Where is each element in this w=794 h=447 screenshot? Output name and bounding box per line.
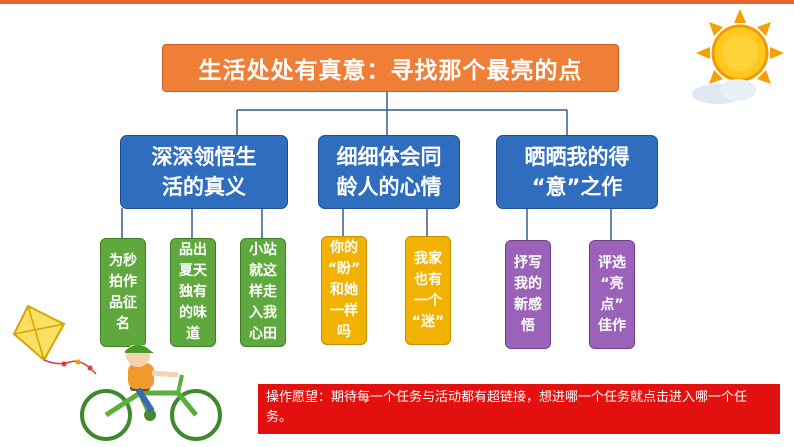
task-item-3-1[interactable]: 抒写 我的 新感 悟 [505,240,551,349]
sun-icon [692,9,784,104]
branch-box-3[interactable]: 晒晒我的得 “意”之作 [496,135,658,209]
task-item-1-1[interactable]: 为秒 拍作 品征 名 [100,238,146,347]
bicycle-rider-illustration [80,345,222,441]
operation-note: 操作愿望：期待每一个任务与活动都有超链接，想进哪一个任务就点击进入哪一个任务。 [258,384,780,434]
task-item-1-2[interactable]: 品出 夏天 独有 的味 道 [170,238,216,347]
task-item-3-2[interactable]: 评选 “亮 点” 佳作 [589,240,635,349]
main-title: 生活处处有真意：寻找那个最亮的点 [162,44,619,92]
branch-box-2[interactable]: 细细体会同 龄人的心情 [318,135,460,209]
kite-icon [12,304,97,375]
top-accent-line [0,0,794,4]
task-item-2-2[interactable]: 我家 也有 一个 “迷” [405,236,451,345]
task-item-2-1[interactable]: 你的 “盼” 和她 一样 吗 [321,236,367,345]
task-item-1-3[interactable]: 小站 就这 样走 入我 心田 [240,238,286,347]
branch-box-1[interactable]: 深深领悟生 活的真义 [120,135,288,209]
